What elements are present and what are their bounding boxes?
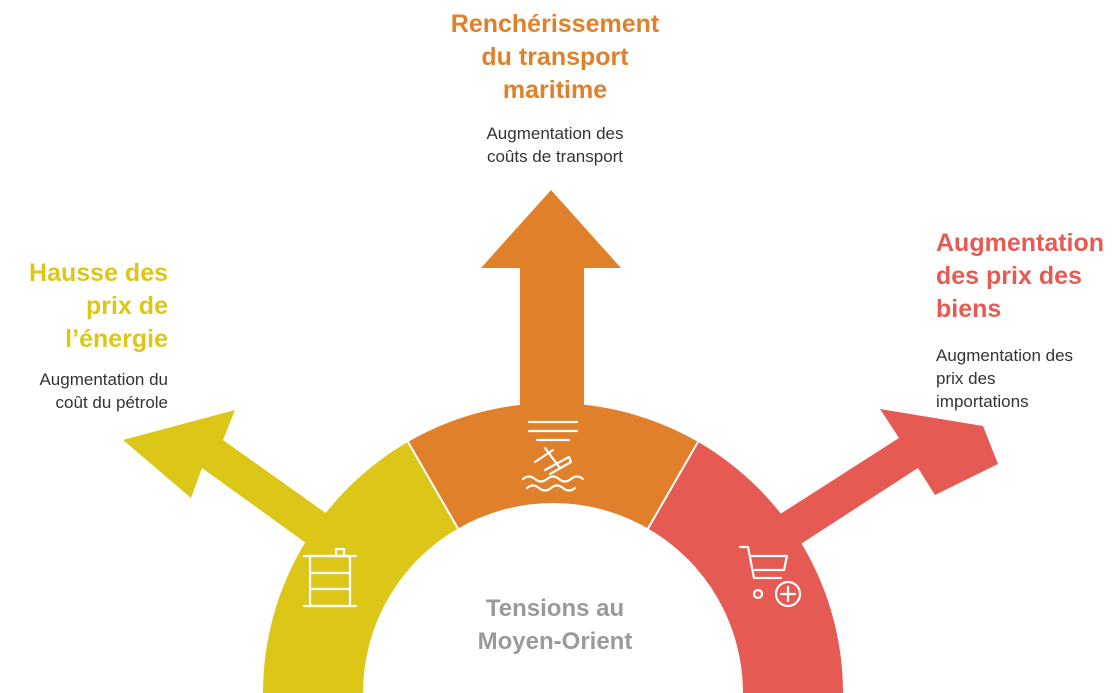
center-label: Tensions au Moyen-Orient [477, 595, 633, 655]
goods-description: Augmentation des prix des importations [936, 346, 1074, 411]
energy-description: Augmentation du coût du pétrole [39, 370, 168, 412]
energy-title: Hausse des prix de l’énergie [29, 259, 168, 353]
separator-right [647, 441, 699, 530]
transport-title: Renchérissement du transport maritime [450, 10, 660, 104]
transport-arrow [481, 190, 621, 420]
transport-description: Augmentation des coûts de transport [486, 124, 624, 166]
goods-arrow [735, 409, 998, 573]
sinking-ship-icon [521, 420, 585, 492]
goods-title: Augmentation des prix des biens [936, 229, 1105, 323]
energy-arc-segment [263, 441, 458, 693]
oil-barrel-icon [302, 547, 358, 608]
shopping-cart-add-icon [738, 545, 802, 608]
separator-left [407, 441, 459, 530]
goods-arc-segment [648, 441, 843, 693]
